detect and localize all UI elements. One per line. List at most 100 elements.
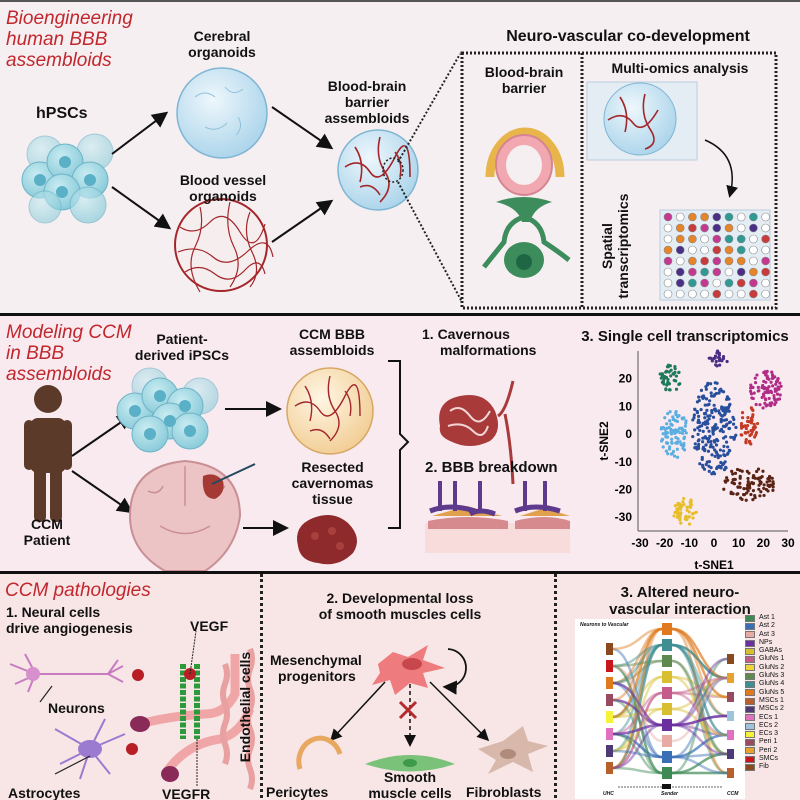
spatial-label: Spatial transcriptomics [599, 186, 631, 306]
scatter-point-yellow [685, 505, 689, 509]
sankey-flow [671, 733, 728, 759]
legend-item: MSCs 1 [745, 697, 784, 705]
scatter-point-dark-blue [708, 382, 713, 386]
x-tick-label: 10 [732, 536, 746, 550]
sankey-flow [671, 752, 728, 759]
legend-swatch [745, 631, 755, 639]
scatter-point-red [747, 439, 752, 444]
scatter-point-dark-blue [717, 464, 721, 468]
scatter-point-dark-blue [696, 444, 700, 449]
scatter-point-brown [760, 475, 764, 479]
scatter-point-dark-blue [709, 466, 713, 470]
y-tick-label: -20 [615, 482, 633, 496]
label-ccm-patient: CCM Patient [12, 516, 82, 548]
scatter-point-dark-blue [708, 399, 712, 403]
scatter-point-dark-blue [696, 420, 700, 424]
scatter-point-brown [738, 481, 742, 485]
scatter-point-magenta [765, 390, 770, 395]
scatter-point-light-blue [674, 412, 678, 417]
hpsc-cluster-icon [21, 133, 114, 224]
label-fibroblasts: Fibroblasts [466, 784, 542, 800]
scatter-point-dark-blue [713, 387, 717, 391]
scatter-point-magenta [769, 380, 773, 384]
spatial-spot [663, 289, 673, 299]
scatter-point-dark-blue [718, 429, 722, 433]
blood-vessel-organoid-icon [174, 198, 274, 293]
sankey-flow [611, 723, 663, 770]
scatter-point-purple [715, 349, 720, 353]
scatter-point-dark-blue [706, 414, 710, 418]
label-line: transcriptomics [615, 193, 631, 299]
scatter-point-dark-blue [695, 409, 699, 414]
sankey-flow [611, 647, 663, 759]
scatter-point-dark-blue [711, 415, 716, 419]
spatial-spot [736, 256, 746, 266]
spatial-spot [724, 212, 734, 222]
scatter-point-dark-blue [713, 440, 717, 444]
sankey-flow [611, 664, 663, 775]
scatter-point-magenta [753, 381, 758, 385]
title-line: assembloids [6, 364, 112, 385]
scatter-point-dark-blue [721, 430, 725, 434]
legend-label: GluNs 2 [759, 663, 785, 671]
x-tick-label: 20 [757, 536, 771, 550]
legend-label: GluNs 5 [759, 688, 785, 696]
vegf-molecule-icon [126, 743, 138, 755]
scatter-point-brown [759, 490, 763, 494]
sankey-flow [671, 627, 728, 699]
label-line: derived iPSCs [134, 347, 230, 364]
spatial-transcriptomics-grid [659, 209, 771, 301]
sankey-flow [671, 657, 728, 727]
scatter-point-dark-blue [710, 453, 714, 457]
bbb-box-title: Blood-brain barrier [470, 64, 578, 96]
label-hpscs: hPSCs [36, 105, 88, 122]
sankey-flow [671, 643, 728, 680]
scatter-point-dark-blue [715, 466, 719, 471]
panel-modeling-ccm: Modeling CCM in BBB assembloids [0, 313, 800, 572]
scatter-point-dark-blue [726, 445, 730, 449]
sankey-flow [611, 698, 663, 727]
spatial-spot [712, 223, 722, 233]
scatter-point-brown [733, 471, 738, 475]
spatial-spot [712, 212, 722, 222]
scatter-point-red [749, 432, 754, 436]
scatter-point-yellow [679, 521, 683, 525]
spatial-spot [712, 278, 722, 288]
scatter-point-magenta [775, 392, 780, 396]
sankey-node-sender [662, 623, 672, 635]
y-tick-label: 10 [619, 399, 633, 413]
sankey-node-right [727, 654, 734, 664]
scatter-point-dark-blue [708, 414, 712, 418]
scatter-point-red [747, 420, 752, 424]
title-line: assembloids [6, 50, 112, 71]
legend-item: Ast 3 [745, 631, 784, 639]
mesenchymal-progenitor-icon [372, 645, 467, 695]
title-line: in BBB [6, 343, 65, 364]
label-line: Mesenchymal [270, 652, 362, 668]
scatter-point-green [677, 370, 681, 374]
scatter-point-red [753, 435, 757, 439]
spatial-spot [712, 289, 722, 299]
scatter-point-light-blue [665, 435, 670, 439]
scatter-point-light-blue [678, 430, 682, 435]
scatter-point-magenta [761, 406, 765, 410]
multiomics-slide-icon [586, 81, 739, 198]
scatter-point-brown [745, 487, 749, 491]
spatial-spot [663, 256, 673, 266]
scatter-point-dark-blue [698, 428, 702, 433]
scatter-point-red [740, 411, 745, 415]
resected-tissue-icon [297, 514, 357, 565]
spatial-spot [700, 212, 709, 222]
spatial-spot [675, 289, 685, 299]
scatter-point-dark-blue [714, 443, 719, 447]
sankey-flow [611, 732, 663, 759]
scatter-point-yellow [681, 500, 685, 504]
blocked-x-icon [398, 700, 418, 720]
bbb-assembloid-icon [337, 129, 419, 211]
scatter-point-light-blue [674, 435, 678, 440]
spatial-spot [688, 234, 697, 244]
scatter-point-dark-blue [722, 418, 727, 422]
sankey-flow [671, 657, 728, 775]
sankey-flow [611, 643, 663, 753]
